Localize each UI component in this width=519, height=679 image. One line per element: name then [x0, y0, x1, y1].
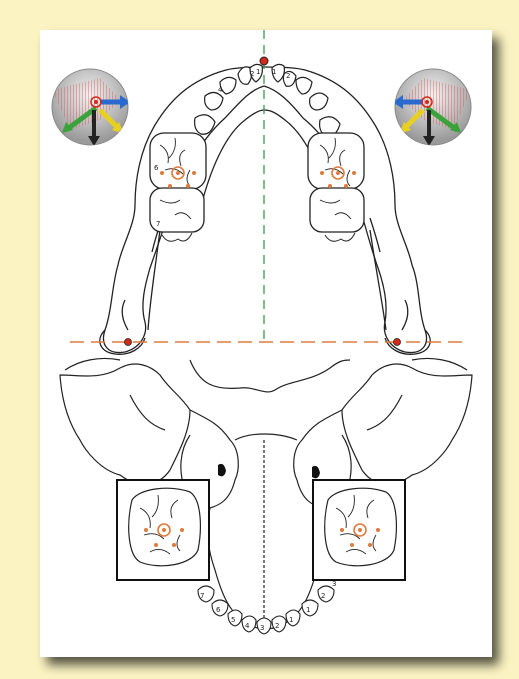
illustration-page: 7 6 4 2 1 1 2 7 6 5 4 3 2 1 1 2 3: [40, 30, 492, 657]
tooth-number: 1: [272, 68, 276, 76]
tooth-number: 6: [154, 164, 159, 172]
lower-right-molars: [308, 133, 364, 241]
tooth-number: 4: [245, 622, 250, 630]
left-movement-lens: [52, 69, 130, 146]
tooth-number: 1: [256, 68, 260, 76]
palatal-foramen-left: [218, 464, 226, 476]
tooth-number: 7: [200, 592, 204, 600]
tooth-number: 5: [231, 616, 235, 624]
right-condyle-point: [394, 339, 401, 346]
tooth-number: 2: [321, 592, 325, 600]
incisal-point: [260, 57, 268, 65]
palatal-foramen-right: [312, 466, 320, 478]
occlusion-diagram: 7 6 4 2 1 1 2 7 6 5 4 3 2 1 1 2 3: [40, 30, 492, 657]
upper-left-molar-inset: [117, 480, 209, 580]
tooth-number: 1: [289, 616, 293, 624]
tooth-number: 2: [286, 72, 290, 80]
tooth-number: 6: [216, 606, 221, 614]
left-condyle-point: [125, 339, 132, 346]
tooth-number: 4: [218, 86, 223, 94]
tooth-number: 3: [332, 580, 336, 588]
upper-right-molar-inset: [313, 480, 405, 580]
tooth-number: 7: [156, 220, 160, 228]
right-movement-lens: [393, 69, 471, 146]
tooth-number: 2: [250, 70, 254, 78]
tooth-number: 3: [260, 624, 264, 632]
tooth-number: 2: [275, 622, 279, 630]
tooth-number: 1: [306, 606, 310, 614]
